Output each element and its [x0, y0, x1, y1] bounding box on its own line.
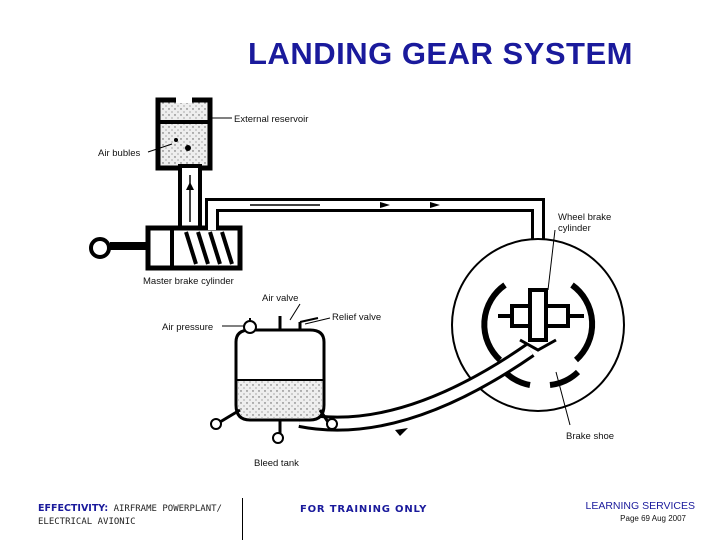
effectivity-block: EFFECTIVITY: AIRFRAME POWERPLANT/ ELECTR… [38, 502, 243, 529]
page-footer: EFFECTIVITY: AIRFRAME POWERPLANT/ ELECTR… [0, 496, 720, 540]
leader-lines [147, 117, 571, 426]
label-relief-valve: Relief valve [332, 312, 381, 323]
learning-services: LEARNING SERVICES [585, 500, 695, 512]
page-info: Page 69 Aug 2007 [620, 514, 686, 523]
master-brake-cylinder [89, 225, 243, 271]
page-title: LANDING GEAR SYSTEM [248, 36, 633, 71]
label-external-reservoir: External reservoir [234, 114, 308, 125]
label-air-bubles: Air bubles [98, 148, 140, 159]
label-brake-shoe: Brake shoe [566, 431, 614, 442]
reservoir-feed-pipe [178, 164, 202, 232]
wheel-brake-cylinder [498, 288, 584, 352]
brake-system-diagram: External reservoir Air bubles Wheel brak… [89, 95, 625, 469]
external-reservoir [155, 95, 213, 171]
bleed-tank [210, 316, 338, 444]
label-air-pressure: Air pressure [162, 322, 213, 333]
label-bleed-tank: Bleed tank [254, 458, 299, 469]
label-air-valve: Air valve [262, 293, 298, 304]
bleed-line [298, 343, 535, 436]
effectivity-line1: AIRFRAME POWERPLANT/ [113, 504, 222, 514]
label-wheel-brake-cylinder-line1: Wheel brake [558, 212, 611, 223]
label-wheel-brake-cylinder-line2: cylinder [558, 223, 591, 234]
footer-divider [242, 498, 243, 540]
effectivity-label: EFFECTIVITY: [38, 503, 109, 514]
label-master-brake-cylinder: Master brake cylinder [143, 276, 234, 287]
training-notice: FOR TRAINING ONLY [300, 504, 428, 515]
effectivity-line2: ELECTRICAL AVIONIC [38, 517, 136, 527]
